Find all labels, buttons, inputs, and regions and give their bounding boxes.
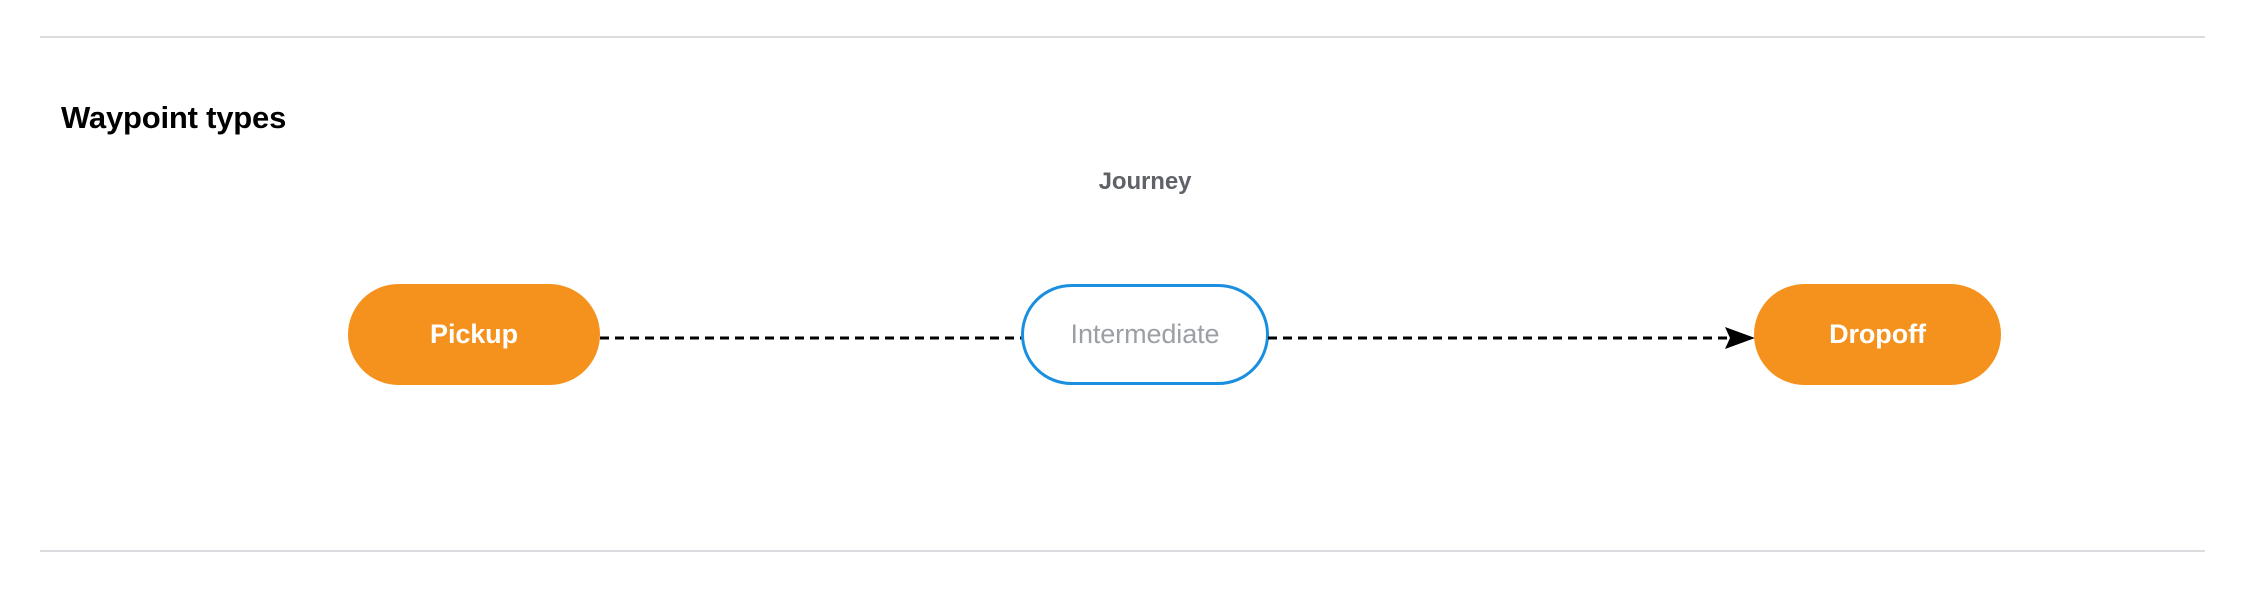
- divider-bottom: [40, 550, 2205, 552]
- journey-group-label: Journey: [1098, 168, 1192, 195]
- node-intermediate[interactable]: Intermediate: [1021, 284, 1269, 385]
- node-intermediate-label: Intermediate: [1070, 319, 1220, 349]
- arrowhead-icon: [1725, 327, 1755, 349]
- node-dropoff[interactable]: Dropoff: [1754, 284, 2001, 385]
- node-pickup[interactable]: Pickup: [348, 284, 600, 385]
- page-title: Waypoint types: [61, 99, 287, 135]
- edge-intermediate-to-dropoff: [1268, 327, 1755, 349]
- node-pickup-label: Pickup: [430, 319, 518, 349]
- divider-top: [40, 36, 2205, 38]
- node-dropoff-label: Dropoff: [1829, 319, 1926, 349]
- edge-pickup-to-intermediate: [600, 336, 1022, 340]
